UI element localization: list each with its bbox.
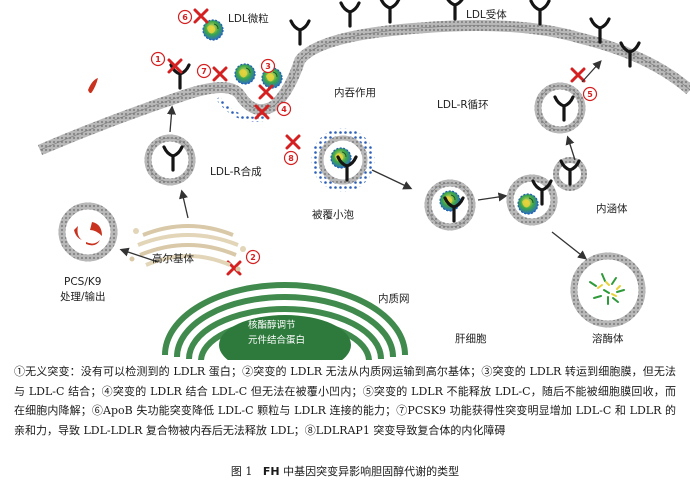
mutation-x-icon: [258, 84, 274, 100]
label-endocytosis: 内吞作用: [334, 86, 376, 99]
receptor-icon: [339, 1, 361, 28]
marker-2: 2: [245, 249, 261, 265]
ldl-particle-icon: [234, 63, 256, 85]
golgi-apparatus: [129, 224, 246, 272]
fh-diagram: 1 2 3 4 5 6 7 8: [37, 0, 690, 360]
label-ldlr-synthesis: LDL-R合成: [210, 165, 262, 178]
marker-1: 1: [150, 51, 166, 67]
mutation-x-icon: [570, 67, 586, 83]
ldlr-synthesis-vesicle: [148, 138, 192, 182]
marker-6: 6: [177, 9, 193, 25]
receptor-icon: [529, 0, 551, 26]
receptor-icon: [444, 0, 466, 21]
svg-text:7: 7: [201, 67, 207, 76]
label-ldl-receptor: LDL受体: [466, 9, 507, 21]
label-endosome: 内涵体: [596, 202, 628, 215]
svg-text:5: 5: [587, 90, 593, 99]
figure-title-text: 中基因突变异影响胆固醇代谢的类型: [283, 465, 460, 478]
label-ldl-particle: LDL微粒: [228, 12, 269, 25]
figure-number: 图 1: [230, 465, 253, 478]
marker-3: 3: [260, 58, 276, 74]
marker-7: 7: [196, 63, 212, 79]
mutation-x-icon: [193, 8, 209, 24]
coated-vesicle: [311, 128, 375, 192]
svg-text:4: 4: [281, 105, 287, 114]
receptor-icon: [379, 0, 401, 24]
endosome: [506, 157, 587, 226]
label-er: 内质网: [378, 292, 410, 305]
receptor-icon: [289, 19, 311, 46]
mutation-x-icon: [285, 134, 301, 150]
label-coated-vesicle: 被覆小泡: [312, 208, 354, 221]
svg-text:8: 8: [288, 154, 294, 163]
marker-8: 8: [283, 150, 299, 166]
svg-text:1: 1: [155, 55, 161, 64]
marker-4: 4: [276, 101, 292, 117]
mutation-x-icon: [212, 66, 228, 82]
figure-title: 图 1 FH 中基因突变异影响胆固醇代谢的类型: [0, 463, 690, 479]
label-golgi: 高尔基体: [152, 252, 194, 265]
pcsk9-fragment-icon: [88, 78, 98, 94]
lysosome: [570, 252, 646, 328]
caption-text: ①无义突变：没有可以检测到的 LDLR 蛋白；②突变的 LDLR 无法从内质网运…: [14, 365, 676, 437]
figure-title-bold: FH: [262, 465, 280, 478]
label-nucleus-line1: 核酯醇调节: [248, 319, 296, 331]
svg-text:3: 3: [265, 62, 271, 71]
label-pcsk9-sub: 处理/输出: [60, 290, 106, 303]
label-nucleus-line2: 元件结合蛋白: [248, 334, 305, 346]
recycling-vesicle: [538, 86, 582, 130]
label-pcsk9: PCS/K9: [64, 276, 101, 288]
svg-text:2: 2: [250, 253, 256, 262]
figure-caption: ①无义突变：没有可以检测到的 LDLR 蛋白；②突变的 LDLR 无法从内质网运…: [14, 362, 676, 440]
label-ldlr-cycle: LDL-R循环: [437, 98, 489, 111]
endoplasmic-reticulum: [162, 282, 408, 360]
svg-text:6: 6: [182, 13, 188, 22]
label-hepatocyte: 肝细胞: [455, 332, 487, 345]
marker-5: 5: [582, 86, 598, 102]
label-lysosome: 溶酶体: [592, 332, 624, 345]
pcsk9-vesicle: [58, 202, 118, 262]
endocytic-vesicle: [428, 183, 472, 227]
